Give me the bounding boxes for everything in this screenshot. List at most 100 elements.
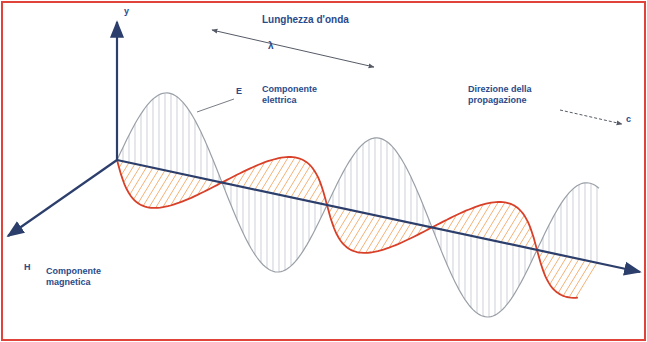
magnetic-hatch	[547, 255, 562, 279]
magnetic-hatch	[550, 256, 567, 284]
magnetic-wave	[117, 157, 578, 298]
electric-hatch	[237, 186, 238, 220]
electric-hatch	[387, 142, 388, 218]
magnetic-hatch	[273, 157, 295, 193]
speed-symbol: c	[626, 114, 631, 125]
magnetic-hatch	[541, 252, 549, 265]
direction-label: Direzione della propagazione	[468, 84, 544, 106]
magnetic-hatch	[149, 172, 171, 208]
magnetic-hatch	[121, 163, 129, 176]
electric-hatch	[507, 244, 508, 305]
electric-hatch	[441, 229, 442, 250]
magnetic-hatch	[569, 261, 591, 297]
electric-wave	[117, 93, 599, 317]
electric-hatch	[153, 99, 154, 168]
magnetic-hatch	[267, 157, 288, 192]
electric-hatch	[477, 237, 478, 313]
magnetic-hatch	[279, 159, 301, 195]
electric-hatch	[201, 132, 202, 178]
electric-hatch	[291, 197, 292, 266]
electric-hatch	[561, 204, 562, 255]
magnetic-hatch	[124, 164, 135, 182]
magnetic-hatch	[309, 183, 320, 202]
electric-hatch	[591, 184, 592, 262]
electric-hatch	[279, 195, 280, 272]
axis-label: y	[124, 6, 129, 17]
electric-hatch	[555, 214, 556, 254]
wavelength-symbol: λ	[268, 40, 274, 51]
electric-hatch	[195, 120, 196, 176]
electric-hatch	[447, 231, 448, 265]
electric-hatch	[363, 144, 364, 213]
electric-hatch	[261, 191, 262, 263]
electric-hatch	[483, 238, 484, 316]
magnetic-hatch	[519, 228, 530, 246]
electric-hatch	[267, 192, 268, 268]
electric-hatch	[177, 97, 178, 173]
magnetic-hatch	[544, 254, 555, 273]
magnetic-hatch	[525, 235, 533, 248]
electric-hatch	[183, 102, 184, 174]
electric-hatch	[567, 195, 568, 256]
electric-hatch	[375, 138, 376, 215]
electric-hatch	[513, 245, 514, 296]
magnetic-hatch	[285, 162, 306, 196]
electric-hatch	[381, 139, 382, 217]
electric-hatch	[417, 190, 418, 224]
electric-hatch	[303, 200, 304, 251]
electric-hatch	[465, 235, 466, 300]
magnetic-hatch	[366, 218, 387, 253]
electric-hatch	[165, 93, 166, 170]
electric-hatch	[297, 199, 298, 260]
magnetic-hatch	[563, 260, 585, 296]
magnetic-hatch	[353, 215, 375, 251]
magnetic-hatch	[143, 170, 165, 206]
electric-hatch	[549, 225, 550, 252]
electric-hatch	[399, 155, 400, 220]
electric-hatch	[135, 124, 136, 164]
field-symbol: H	[24, 262, 31, 273]
electric-hatch	[231, 184, 232, 205]
electric-hatch	[459, 233, 460, 289]
electric-hatch	[249, 188, 250, 244]
electric-hatch	[171, 94, 172, 172]
electric-hatch	[471, 236, 472, 308]
magnetic-hatch	[348, 214, 369, 248]
electric-hatch	[339, 180, 340, 207]
electric-hatch	[369, 140, 370, 214]
magnetic-hatch	[334, 209, 345, 228]
electric-hatch	[579, 185, 580, 259]
electric-hatch	[255, 190, 256, 255]
electric-hatch	[597, 187, 598, 263]
magnetic-hatch	[507, 215, 524, 243]
electric-hatch	[573, 189, 574, 258]
electric-hatch	[129, 135, 130, 162]
electric-hatch	[423, 205, 424, 226]
electric-hatch	[159, 95, 160, 169]
electric-hatch	[315, 202, 316, 229]
magnetic-hatch	[477, 202, 498, 237]
electric-hatch	[189, 110, 190, 175]
electric-hatch	[213, 160, 214, 181]
electric-hatch	[585, 183, 586, 260]
electric-hatch	[525, 247, 526, 274]
magnetic-hatch	[483, 202, 505, 238]
magnetic-hatch	[359, 217, 381, 253]
electric-hatch	[489, 240, 490, 317]
magnetic-hatch	[130, 166, 147, 194]
electric-hatch	[243, 187, 244, 233]
electric-hatch	[411, 177, 412, 223]
electric-hatch	[273, 193, 274, 271]
electric-hatch	[501, 242, 502, 311]
magnetic-hatch	[558, 259, 579, 293]
electric-hatch	[309, 201, 310, 241]
electric-hatch	[351, 159, 352, 210]
magnetic-hatch	[315, 190, 323, 203]
electric-hatch	[495, 241, 496, 315]
electric-hatch	[405, 165, 406, 221]
magnetic-hatch	[156, 173, 177, 208]
electric-hatch	[147, 105, 148, 166]
wavelength-label: Lunghezza d'onda	[262, 14, 349, 25]
